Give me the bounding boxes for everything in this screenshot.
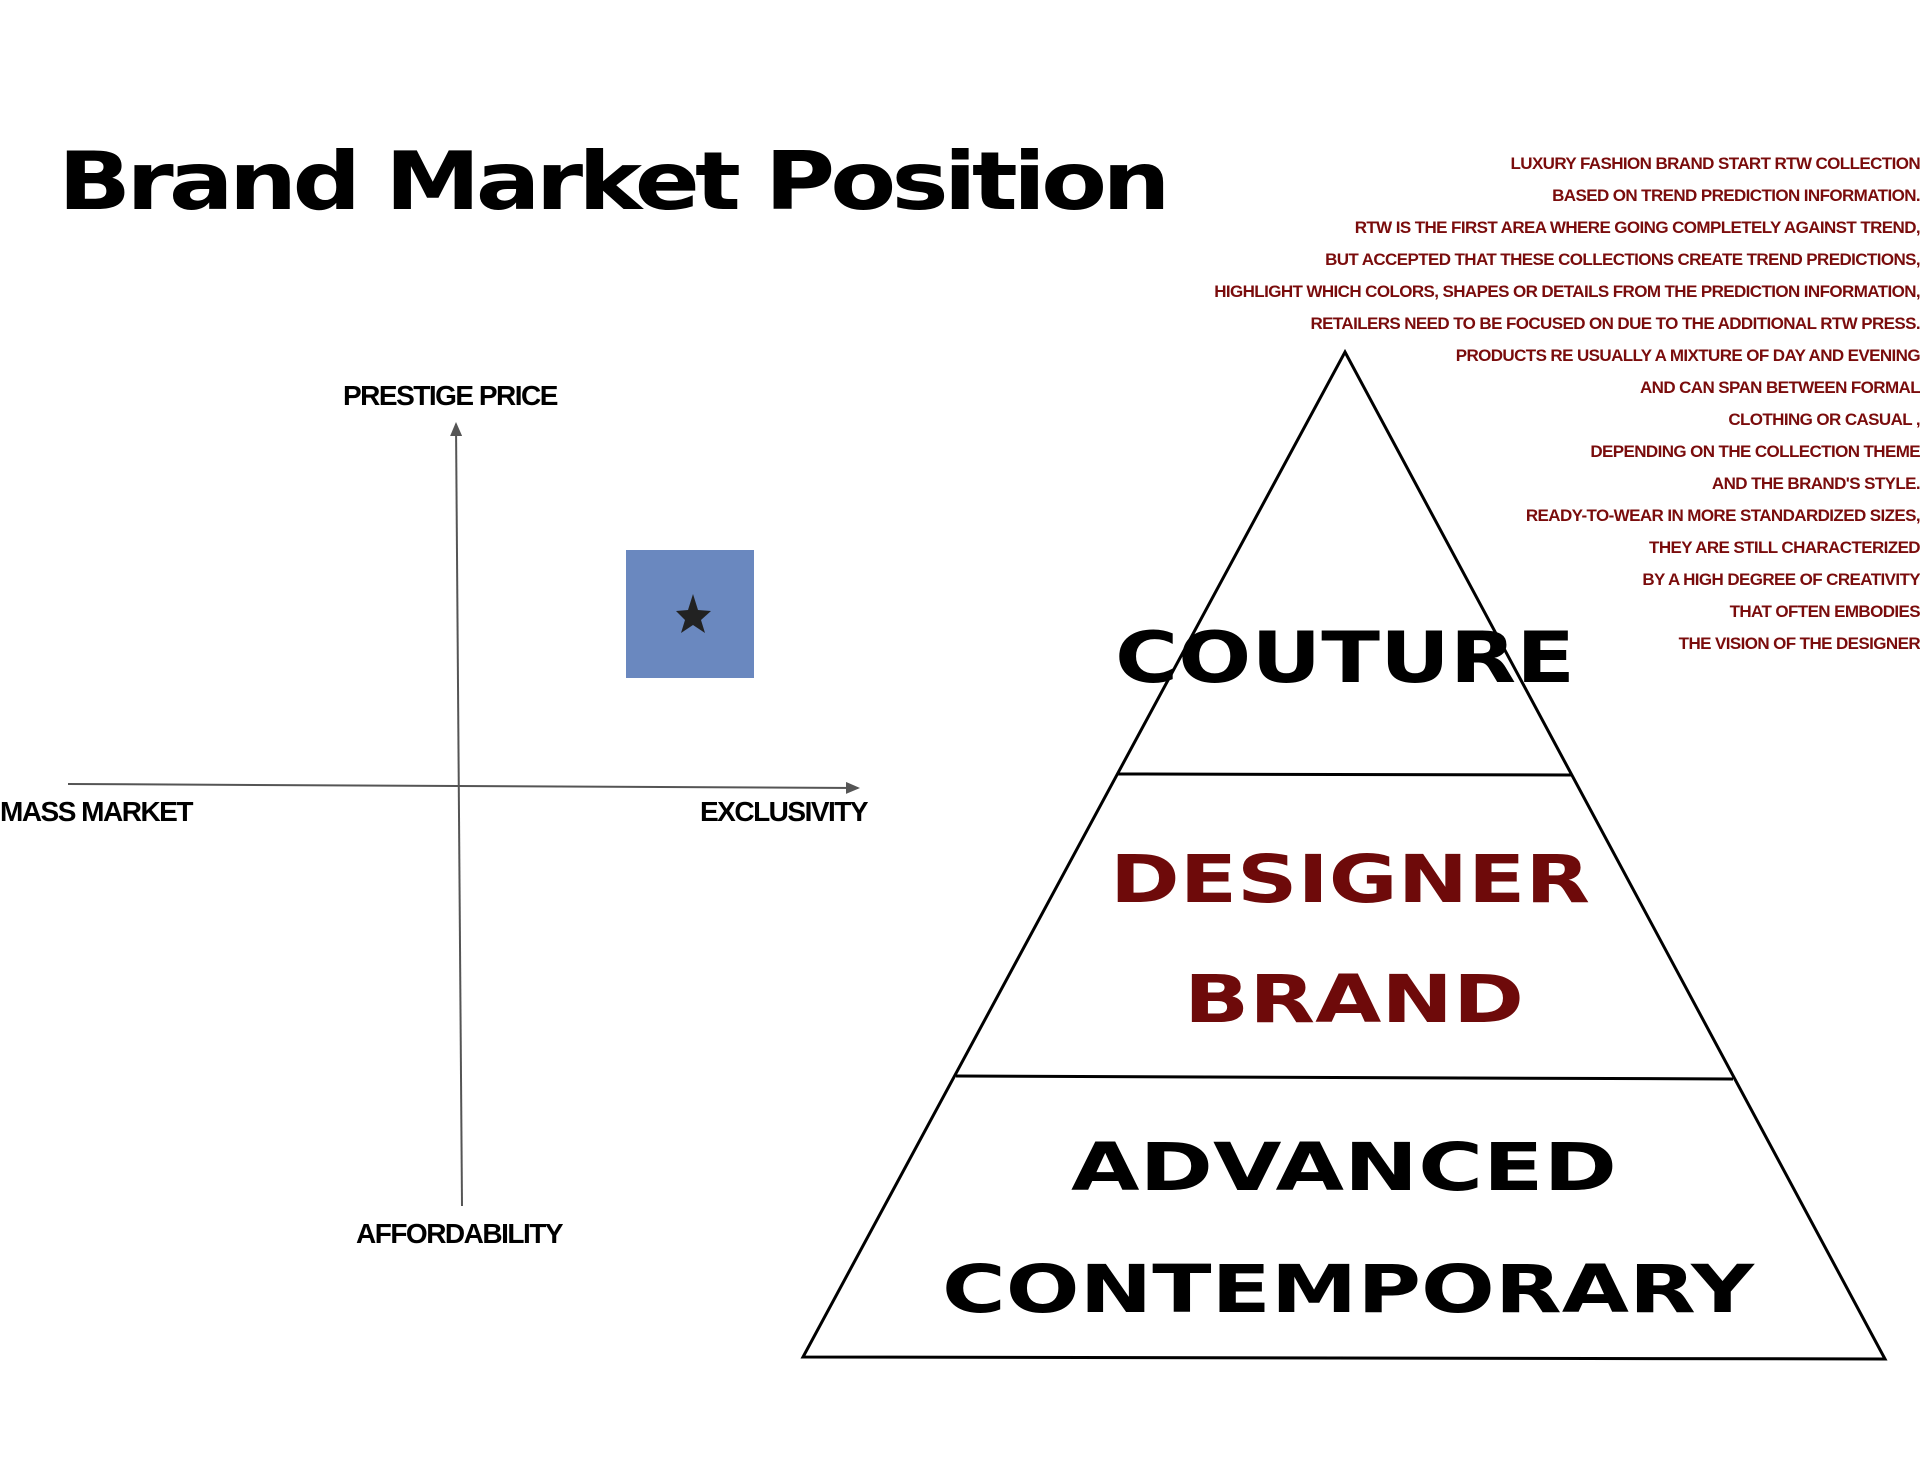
description-line: BASED ON TREND PREDICTION INFORMATION. xyxy=(1552,186,1920,205)
horizontal-axis xyxy=(67,781,860,794)
description-line: HIGHLIGHT WHICH COLORS, SHAPES OR DETAIL… xyxy=(1214,282,1920,301)
description-line: DEPENDING ON THE COLLECTION THEME xyxy=(1590,442,1920,461)
axis-label-top: PRESTIGE PRICE xyxy=(343,380,558,411)
description-line: THAT OFTEN EMBODIES xyxy=(1729,602,1920,621)
axis-label-left: MASS MARKET xyxy=(0,796,193,827)
description-line: RTW IS THE FIRST AREA WHERE GOING COMPLE… xyxy=(1354,218,1920,237)
description-line: AND CAN SPAN BETWEEN FORMAL xyxy=(1639,378,1920,397)
description-line: BY A HIGH DEGREE OF CREATIVITY xyxy=(1642,570,1920,589)
axis-label-right: EXCLUSIVITY xyxy=(700,796,869,827)
pyramid-divider-lower xyxy=(955,1074,1734,1081)
page-title: Brand Market Position xyxy=(58,135,1171,228)
description-line: PRODUCTS RE USUALLY A MIXTURE OF DAY AND… xyxy=(1455,346,1920,365)
description-text: LUXURY FASHION BRAND START RTW COLLECTIO… xyxy=(940,148,1920,660)
description-line: RETAILERS NEED TO BE FOCUSED ON DUE TO T… xyxy=(1310,314,1920,333)
description-line: THE VISION OF THE DESIGNER xyxy=(1678,634,1920,653)
pyramid-tier-label: ADVANCED xyxy=(1071,1129,1617,1206)
pyramid-tier-label: DESIGNER xyxy=(1110,841,1590,918)
pyramid-tier-label: CONTEMPORARY xyxy=(942,1251,1756,1328)
description-line: CLOTHING OR CASUAL , xyxy=(1728,410,1920,429)
pyramid-tier-label: BRAND xyxy=(1184,961,1524,1038)
axis-label-bottom: AFFORDABILITY xyxy=(356,1218,564,1249)
pyramid-outline xyxy=(800,348,1888,1361)
star-icon xyxy=(676,594,711,633)
pyramid-tier-label: COUTURE xyxy=(1115,617,1575,699)
pyramid-divider-upper xyxy=(1117,772,1572,777)
description-line: AND THE BRAND'S STYLE. xyxy=(1711,474,1920,493)
description-line: READY-TO-WEAR IN MORE STANDARDIZED SIZES… xyxy=(1525,506,1920,525)
vertical-axis xyxy=(450,422,463,1207)
description-line: THEY ARE STILL CHARACTERIZED xyxy=(1649,538,1920,557)
description-line: BUT ACCEPTED THAT THESE COLLECTIONS CREA… xyxy=(1325,250,1920,269)
description-line: LUXURY FASHION BRAND START RTW COLLECTIO… xyxy=(1510,154,1920,173)
